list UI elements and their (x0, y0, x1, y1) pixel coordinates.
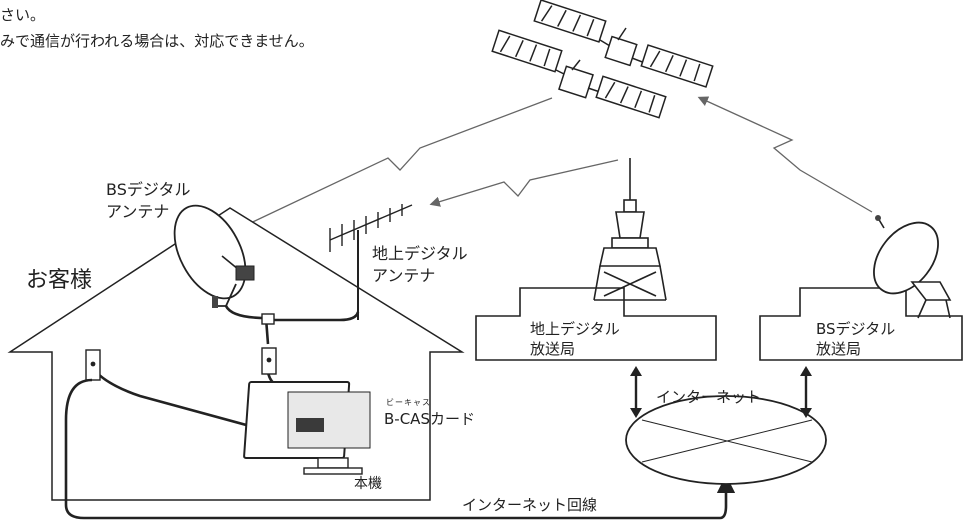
terrestrial-antenna-label-2: アンテナ (372, 266, 436, 285)
internet-cloud (625, 395, 827, 485)
satellite-upper (533, 0, 714, 88)
broadcast-tower (593, 158, 667, 301)
main-unit-label: 本機 (354, 476, 382, 492)
satellite-lower (491, 29, 667, 119)
bs-antenna-label-2: アンテナ (106, 202, 170, 221)
bcas-ruby: ビーキャス (386, 398, 431, 407)
note-line-2: みで通信が行われる場合は、対応できません。 (0, 32, 314, 50)
signal-bs-dish-to-satellite (697, 96, 873, 213)
terrestrial-station-building (475, 287, 717, 361)
splitter (261, 313, 275, 325)
customer-label: お客様 (26, 268, 93, 293)
bs-station-building (759, 287, 963, 361)
terrestrial-yagi (329, 204, 413, 320)
signal-satellite-to-bs-antenna (237, 97, 553, 230)
internet-label: インターネット (656, 388, 762, 406)
double-arrow-bs (800, 366, 812, 418)
bs-antenna-label-1: BSデジタル (106, 180, 191, 199)
bcas-card-label: B-CASカード (384, 410, 475, 428)
bs-dish (173, 204, 255, 308)
bs-station-label-2: 放送局 (816, 340, 862, 358)
internet-line-label: インターネット回線 (462, 496, 598, 514)
double-arrow-terrestrial (630, 366, 642, 418)
terrestrial-station-label-2: 放送局 (530, 340, 576, 358)
signal-tower-to-terrestrial-antenna (429, 159, 619, 207)
tv-unit (243, 381, 371, 475)
bs-station-dish (873, 215, 952, 319)
note-line-1: さい。 (0, 6, 46, 24)
bs-station-label-1: BSデジタル (816, 320, 896, 338)
internet-line-cable (64, 378, 736, 520)
terrestrial-antenna-label-1: 地上デジタル (372, 244, 468, 263)
terrestrial-station-label-1: 地上デジタル (530, 320, 620, 338)
